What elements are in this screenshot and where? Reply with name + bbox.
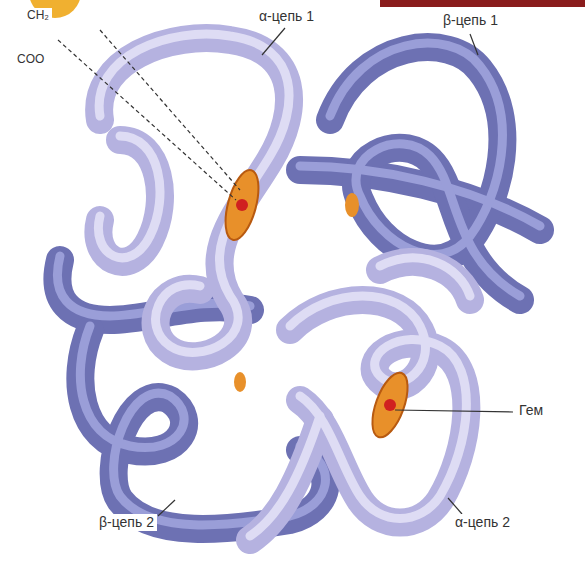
part-label: α-цепь 2 [452,514,513,531]
part-label: α-цепь 1 [256,8,317,25]
part-label: Гем [516,402,546,419]
leader-lines [58,28,513,516]
heme-group [219,167,415,442]
alpha-highlight [98,34,470,536]
part-label: β-цепь 2 [96,514,157,531]
part-label: β-цепь 1 [440,12,501,29]
part-label: CH₂ [24,8,52,22]
top-bar [380,0,585,7]
part-label: COO [14,52,47,66]
